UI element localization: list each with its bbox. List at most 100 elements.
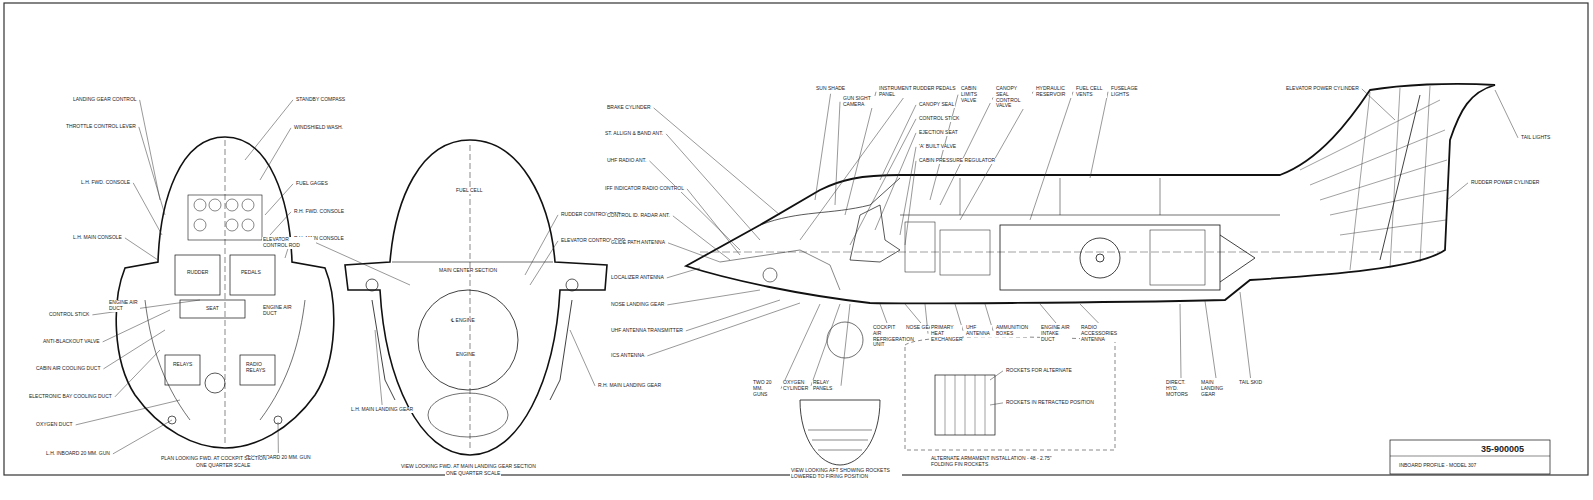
part-label: ICS ANTENNA xyxy=(610,353,645,359)
part-label: AMMUNITION BOXES xyxy=(995,325,1027,337)
leader-line xyxy=(673,216,730,260)
part-label: RUDDER xyxy=(186,270,209,276)
leader-line xyxy=(265,184,293,215)
leader-line xyxy=(525,215,558,275)
part-label: LANDING GEAR CONTROL xyxy=(72,97,138,103)
part-label: RUDDER PEDALS xyxy=(912,86,957,92)
leader-line xyxy=(530,241,558,285)
leader-line xyxy=(570,330,595,386)
leader-line xyxy=(940,98,993,206)
part-label: R.H. MAIN LANDING GEAR xyxy=(597,383,662,389)
leader-line xyxy=(1447,183,1468,200)
part-label: LOCALIZER ANTENNA xyxy=(610,275,665,281)
leader-line xyxy=(140,100,160,200)
leader-line xyxy=(103,330,165,369)
leader-line xyxy=(76,400,180,425)
leader-line xyxy=(260,128,291,180)
leader-line xyxy=(990,371,1003,380)
part-label: ROCKETS FOR ALTERNATE xyxy=(1005,368,1073,374)
leader-line xyxy=(815,94,831,200)
part-label: L.H. FWD. CONSOLE xyxy=(80,180,131,186)
part-label: CABIN AIR COOLING DUCT xyxy=(35,366,101,372)
leader-line xyxy=(139,127,165,215)
part-label: PEDALS xyxy=(240,270,262,276)
leader-line xyxy=(125,238,158,260)
part-label: 35-900005 xyxy=(1480,444,1525,454)
part-label: BRAKE CYLINDER xyxy=(606,105,652,111)
leader-line xyxy=(880,105,916,180)
leader-line xyxy=(113,420,172,454)
part-label: COCKPIT AIR REFRIGERATION UNIT xyxy=(872,325,902,348)
leader-line xyxy=(667,268,700,278)
part-label: GUN SIGHT CAMERA xyxy=(842,96,876,108)
part-label: STANDBY COMPASS xyxy=(295,97,346,103)
part-label: ℄ ENGINE xyxy=(450,318,476,324)
leader-line xyxy=(1090,92,1108,178)
leader-line xyxy=(905,304,921,323)
part-label: SUN SHADE xyxy=(815,86,846,92)
part-label: RELAYS xyxy=(172,362,193,368)
leader-line xyxy=(845,92,876,215)
part-label: IFF INDICATOR RADIO CONTROL xyxy=(604,186,685,192)
part-label: UHF ANTENNA xyxy=(965,325,992,337)
part-label: RUDDER POWER CYLINDER xyxy=(1470,180,1540,186)
part-label: NOSE LANDING GEAR xyxy=(610,302,665,308)
leader-line xyxy=(1040,304,1056,323)
part-label: ELEVATOR POWER CYLINDER xyxy=(1285,86,1360,92)
leader-line xyxy=(811,304,840,386)
part-label: PLAN LOOKING FWD. AT COCKPIT SECTION xyxy=(160,456,268,462)
part-label: ROCKETS IN RETRACTED POSITION xyxy=(1005,400,1095,406)
part-label: THROTTLE CONTROL LEVER xyxy=(65,124,137,130)
leader-line xyxy=(245,100,293,160)
part-label: SEAT xyxy=(205,306,220,312)
part-label: VIEW LOOKING FWD. AT MAIN LANDING GEAR S… xyxy=(400,464,537,470)
part-label: L.H. INBOARD 20 MM. GUN xyxy=(45,451,111,457)
part-label: ELECTRONIC BAY COOLING DUCT xyxy=(28,394,113,400)
part-label: HYDRAULIC RESERVOIR xyxy=(1035,86,1072,98)
part-label: UHF RADIO ANT. xyxy=(606,158,647,164)
leader-line xyxy=(133,183,162,235)
part-label: OXYGEN CYLINDER xyxy=(782,380,809,392)
leader-line xyxy=(905,161,916,245)
part-label: PRIMARY HEAT EXCHANGER xyxy=(930,325,962,342)
leader-line xyxy=(1205,301,1216,378)
part-label: ONE QUARTER SCALE xyxy=(445,471,501,477)
part-label: L.H. MAIN CONSOLE xyxy=(72,235,123,241)
leader-line xyxy=(1030,92,1073,220)
part-label: ANTI-BLACKOUT VALVE xyxy=(42,339,101,345)
part-label: FUSELAGE LIGHTS xyxy=(1110,86,1142,98)
part-label: FUEL CELL VENTS xyxy=(1075,86,1107,98)
part-label: UHF ANTENNA TRANSMITTER xyxy=(610,328,684,334)
part-label: ENGINE AIR DUCT xyxy=(262,305,294,317)
part-label: ENGINE AIR INTAKE DUCT xyxy=(1040,325,1072,342)
leader-line xyxy=(270,212,291,235)
part-label: CANOPY SEAL xyxy=(918,102,955,108)
part-label: RADIO RELAYS xyxy=(245,362,272,374)
leader-line xyxy=(880,304,887,323)
part-label: DIRECT. HYD. MOTORS xyxy=(1165,380,1197,397)
part-label: ST. ALLIGN & BAND ANT. xyxy=(604,131,664,137)
part-label: TWO 20 MM. GUNS xyxy=(752,380,779,397)
part-label: VIEW LOOKING AFT SHOWING ROCKETS LOWERED… xyxy=(790,468,902,480)
part-label: ENGINE xyxy=(455,352,476,358)
leader-line xyxy=(1495,90,1518,138)
leader-line xyxy=(649,161,740,250)
part-label: CANOPY SEAL CONTROL VALVE xyxy=(995,86,1032,109)
part-label: OXYGEN DUCT xyxy=(35,422,74,428)
leader-line xyxy=(115,350,160,397)
part-label: TAIL LIGHTS xyxy=(1520,135,1551,141)
part-label: ALTERNATE ARMAMENT INSTALLATION - 48 - 2… xyxy=(930,456,1072,468)
leader-line xyxy=(1080,304,1099,323)
leader-line xyxy=(990,403,1003,405)
part-label: CABIN PRESSURE REGULATOR xyxy=(918,158,996,164)
part-label: FUEL GAGES xyxy=(295,181,329,187)
leader-line xyxy=(835,102,840,205)
part-label: R.H. FWD. CONSOLE xyxy=(293,209,345,215)
part-label: INBOARD PROFILE - MODEL 307 xyxy=(1398,463,1477,469)
leader-line xyxy=(316,243,410,285)
part-label: L.H. MAIN LANDING GEAR xyxy=(350,407,414,413)
part-label: EJECTION SEAT xyxy=(918,130,959,136)
